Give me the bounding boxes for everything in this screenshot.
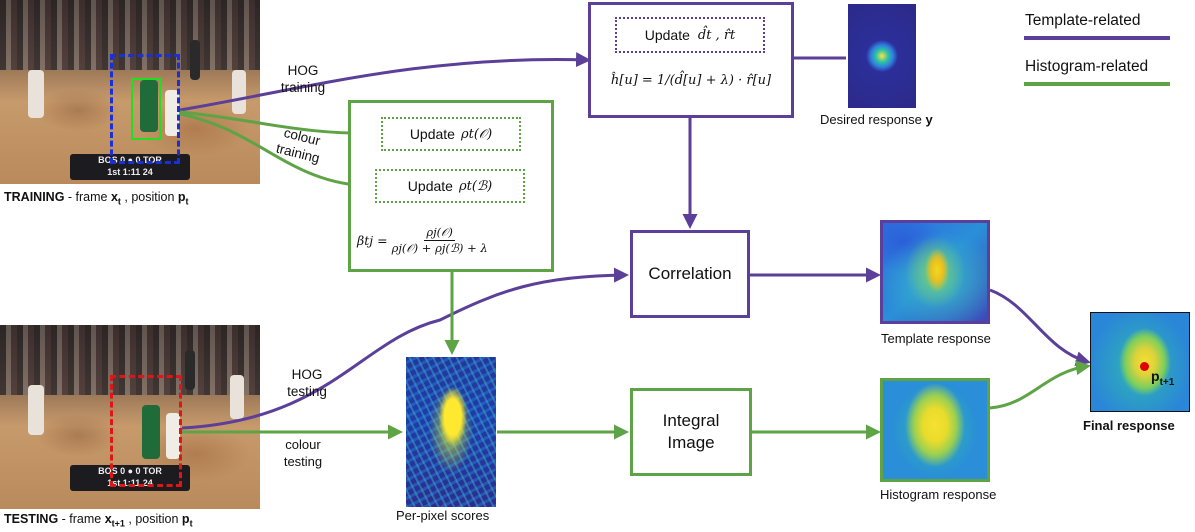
correlation-label: Correlation [648,264,732,283]
scoreboard-bottom-text: 1st 1:11 24 [107,167,153,177]
update-background-word: Update [407,178,453,194]
integral-label-line1: Integral [662,411,720,430]
player [185,350,195,390]
player [142,405,160,459]
integral-label-line2: Image [667,433,715,452]
legend-template-line [1024,36,1170,40]
final-response-map [1090,312,1190,412]
training-frame-var: x [110,190,118,204]
histogram-update-box: Update ρt(𝒪) Update ρt(ℬ) βtj = ρj(𝒪) ρj… [348,100,554,272]
template-update-inner: Update d̂t , r̂t [615,17,765,53]
training-caption-position: , position [120,190,178,204]
edge-label-hog: HOG [287,63,319,78]
legend-histogram-label: Histogram-related [1025,58,1149,75]
desired-response-label: Desired response y [820,112,933,127]
player [230,375,244,419]
template-update-vars: d̂t , r̂t [697,27,736,43]
player [140,80,158,132]
search-area-box [110,375,182,487]
testing-caption-frame: - frame [58,512,105,526]
template-response-to-final-arrow [989,288,1091,366]
training-caption: TRAINING - frame xt , position pt [4,190,189,207]
training-frame-image: BOS 0 ● 0 TOR 1st 1:11 24 [0,0,260,184]
edge-label-testing: testing [283,454,323,469]
template-update-box: Update d̂t , r̂t ĥ[u] = 1/(d̂[u] + λ) · … [588,2,794,118]
testing-caption: TESTING - frame xt+1 , position pt [4,512,193,529]
histogram-update-background: Update ρt(ℬ) [375,169,525,203]
edge-label-testing: testing [287,384,327,399]
correlation-box: Correlation [630,230,750,318]
beta-formula: βtj = ρj(𝒪) ρj(𝒪) + ρj(ℬ) + λ [357,215,549,265]
per-pixel-scores-label: Per-pixel scores [396,508,490,523]
training-caption-frame: - frame [64,190,111,204]
scoreboard-bottom-text: 1st 1:11 24 [107,478,153,488]
testing-frame-sub: t+1 [111,518,125,529]
beta-lhs: βtj = [357,232,388,248]
edge-label-hog-training: HOG training [268,62,338,96]
scoreboard: BOS 0 ● 0 TOR 1st 1:11 24 [70,154,190,180]
scoreboard-top-text: BOS 0 ● 0 TOR [98,155,162,165]
per-pixel-scores-map [406,357,496,507]
beta-denominator: ρj(𝒪) + ρj(ℬ) + λ [391,240,488,255]
testing-caption-position: , position [124,512,182,526]
edge-label-colour-testing: colour testing [268,436,338,470]
training-pos-var: p [177,190,186,204]
search-area-box [110,54,180,164]
integral-image-box: Integral Image [630,388,752,476]
histogram-response-map [880,378,990,482]
testing-frame-image: BOS 0 ● 0 TOR 1st 1:11 24 [0,325,260,509]
update-object-word: Update [409,126,455,142]
point-var: p [1151,368,1160,384]
desired-response-text: Desired response [820,112,926,127]
player [28,385,44,435]
point-sub: t+1 [1159,376,1175,388]
edge-label-colour-training: colour training [262,120,338,170]
scoreboard-top-text: BOS 0 ● 0 TOR [98,466,162,476]
template-response-label: Template response [881,331,991,346]
player [190,40,200,80]
testing-pos-var: p [181,512,190,526]
update-object-math: ρt(𝒪) [460,126,493,142]
player [232,70,246,114]
player [166,413,180,459]
desired-response-var: y [925,112,933,127]
update-background-math: ρt(ℬ) [458,178,493,194]
player [28,70,44,118]
final-response-label: Final response [1083,418,1175,433]
player [165,90,179,136]
edge-label-colour: colour [285,437,321,452]
edge-label-hog-testing: HOG testing [272,366,342,400]
edge-label-hog: HOG [291,367,323,382]
legend-histogram-line [1024,82,1170,86]
histogram-response-to-final-arrow [989,360,1091,410]
training-caption-bold: TRAINING [4,190,65,204]
template-response-map [880,220,990,324]
histogram-response-label: Histogram response [880,487,997,502]
testing-caption-bold: TESTING [4,512,59,526]
training-pos-sub: t [185,196,189,207]
final-response-point-label: pt+1 [1151,368,1174,388]
testing-frame-var: x [104,512,112,526]
legend-template-label: Template-related [1025,12,1141,29]
template-formula: ĥ[u] = 1/(d̂[u] + λ) · r̂[u] [610,73,772,88]
desired-response-map [848,4,916,108]
beta-fraction: ρj(𝒪) ρj(𝒪) + ρj(ℬ) + λ [392,225,488,256]
testing-pos-sub: t [189,518,193,529]
target-box [131,78,161,140]
edge-label-training: training [280,80,326,95]
histogram-update-object: Update ρt(𝒪) [381,117,521,151]
beta-numerator: ρj(𝒪) [424,224,455,241]
training-frame-sub: t [117,196,121,207]
template-update-word: Update [644,27,690,43]
final-response-point [1140,362,1149,371]
